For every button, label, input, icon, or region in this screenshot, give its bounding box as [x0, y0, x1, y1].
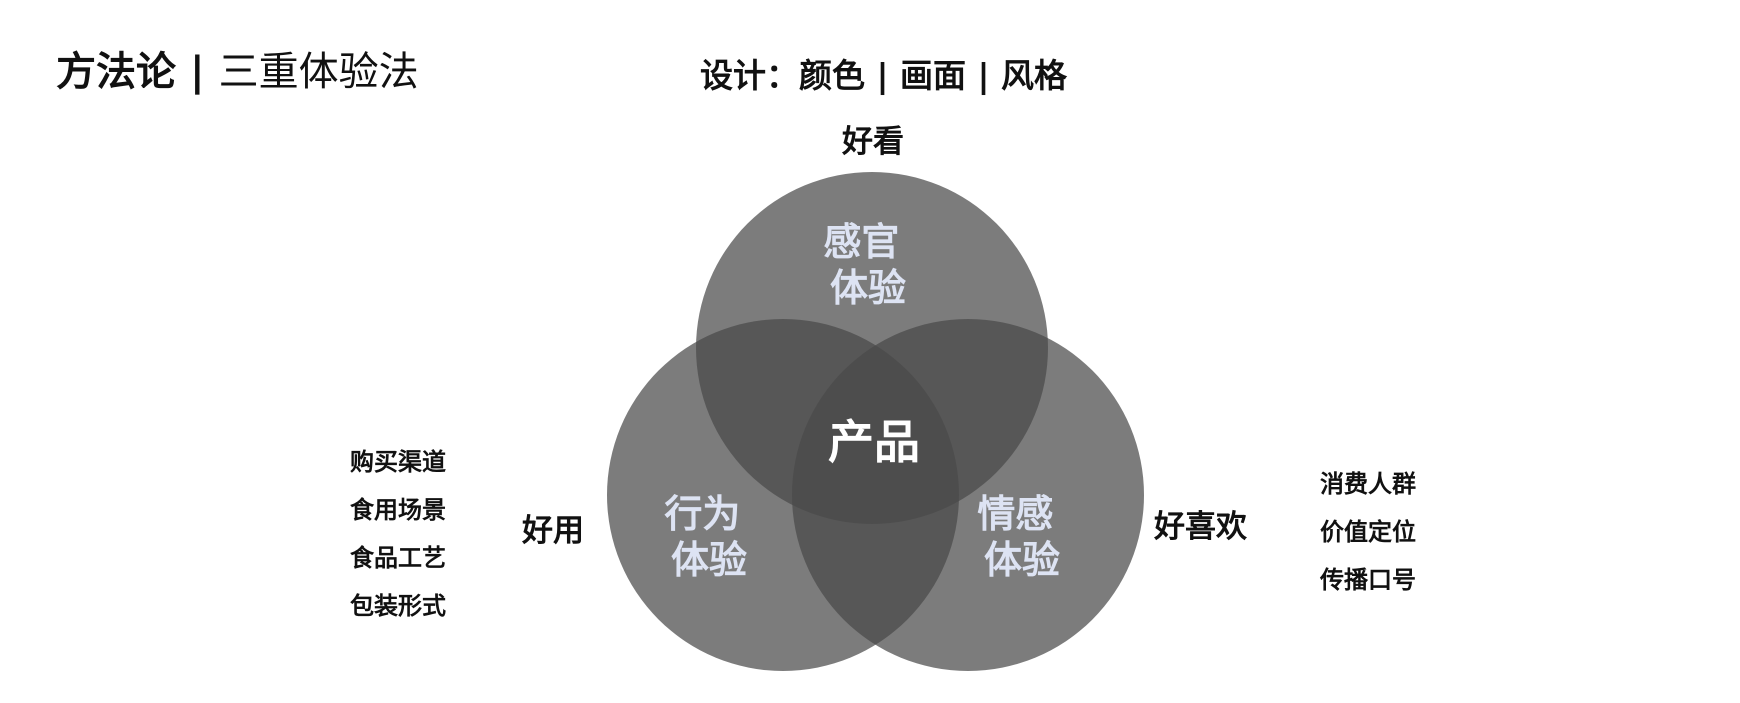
label-looks-good: 好看 — [842, 124, 904, 160]
design-caption: 设计：颜色 | 画面 | 风格 — [700, 56, 1068, 95]
label-lovable: 好喜欢 — [1154, 509, 1247, 545]
venn-circle-left — [607, 319, 959, 671]
list-item: 传播口号 — [1320, 566, 1416, 594]
venn-top-line2: 体验 — [830, 266, 906, 310]
list-item: 食品工艺 — [350, 544, 446, 572]
list-item: 食用场景 — [350, 496, 446, 524]
svg-text:情感 体验: 情感 体验 — [977, 492, 1066, 582]
svg-text:行为 体验: 行为 体验 — [664, 492, 753, 582]
list-item: 消费人群 — [1320, 470, 1416, 498]
list-item: 包装形式 — [350, 592, 446, 620]
emotion-factor-list: 消费人群 价值定位 传播口号 — [1320, 460, 1416, 604]
behavior-factor-list: 购买渠道 食用场景 食品工艺 包装形式 — [350, 438, 446, 630]
label-easy-to-use: 好用 — [522, 513, 584, 549]
page-title: 方法论 | 三重体验法 — [56, 42, 419, 102]
venn-right-line1: 情感 — [977, 492, 1053, 536]
title-bold: 方法论 — [56, 49, 176, 95]
venn-circle-top — [696, 172, 1048, 524]
list-item: 价值定位 — [1320, 518, 1416, 546]
svg-text:感官 体验: 感官 体验 — [823, 220, 912, 310]
title-subtitle: 三重体验法 — [218, 49, 419, 95]
venn-circle-right — [792, 319, 1144, 671]
venn-left-line1: 行为 — [664, 492, 740, 536]
venn-top-line1: 感官 — [823, 220, 899, 264]
venn-right-line2: 体验 — [984, 538, 1060, 582]
venn-center-label: 产品 — [828, 415, 920, 469]
venn-left-line2: 体验 — [671, 538, 747, 582]
title-separator: | — [190, 49, 205, 95]
list-item: 购买渠道 — [350, 448, 446, 476]
